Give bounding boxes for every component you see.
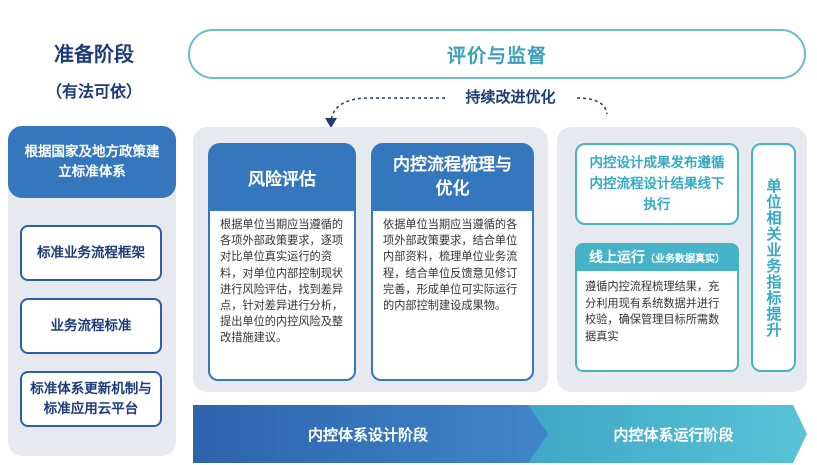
online-operation-header: 线上运行（业务数据真实） <box>575 243 739 271</box>
preparation-stage-title: 准备阶段 <box>54 42 134 66</box>
standard-process-framework-box: 标准业务流程框架 <box>20 225 162 281</box>
process-standard-box: 业务流程标准 <box>20 298 162 354</box>
continuous-improvement-arrow <box>325 97 608 128</box>
design-release-box: 内控设计成果发布遵循内控流程设计结果线下执行 <box>575 143 739 225</box>
design-stage-label: 内控体系设计阶段 <box>307 425 428 444</box>
risk-assessment-body: 根据单位当期应当遵循的各项外部政策要求，逐项对比单位真实运行的资料，对单位内部控… <box>208 211 356 381</box>
stage-arrows <box>193 405 807 463</box>
run-stage-label: 内控体系运行阶段 <box>613 425 734 444</box>
risk-assessment-title: 风险评估 <box>208 143 356 211</box>
online-operation-title: 线上运行 <box>589 250 645 266</box>
online-operation-tag: （业务数据真实） <box>645 253 725 265</box>
preparation-stage-subtitle: （有法可依） <box>45 82 142 101</box>
indicator-improvement-text: 单位相关业务指标提升 <box>764 177 783 338</box>
continuous-improvement-label: 持续改进优化 <box>465 88 556 106</box>
indicator-improvement-box: 单位相关业务指标提升 <box>751 143 796 372</box>
design-stage-arrow <box>193 405 548 463</box>
update-mechanism-box: 标准体系更新机制与标准应用云平台 <box>20 371 162 427</box>
standard-system-box: 根据国家及地方政策建立标准体系 <box>8 126 176 198</box>
evaluation-supervision-banner: 评价与监督 <box>188 29 806 79</box>
run-stage-arrow <box>518 405 807 463</box>
online-operation-body: 遵循内控流程梳理结果，充分利用现有系统数据并进行校验，确保管理目标所需数据真实 <box>575 271 739 372</box>
process-optimization-body: 依据单位当期应当遵循的各项外部政策要求，结合单位内部资料，梳理单位业务流程，结合… <box>371 211 534 381</box>
process-optimization-title: 内控流程梳理与优化 <box>371 143 534 211</box>
